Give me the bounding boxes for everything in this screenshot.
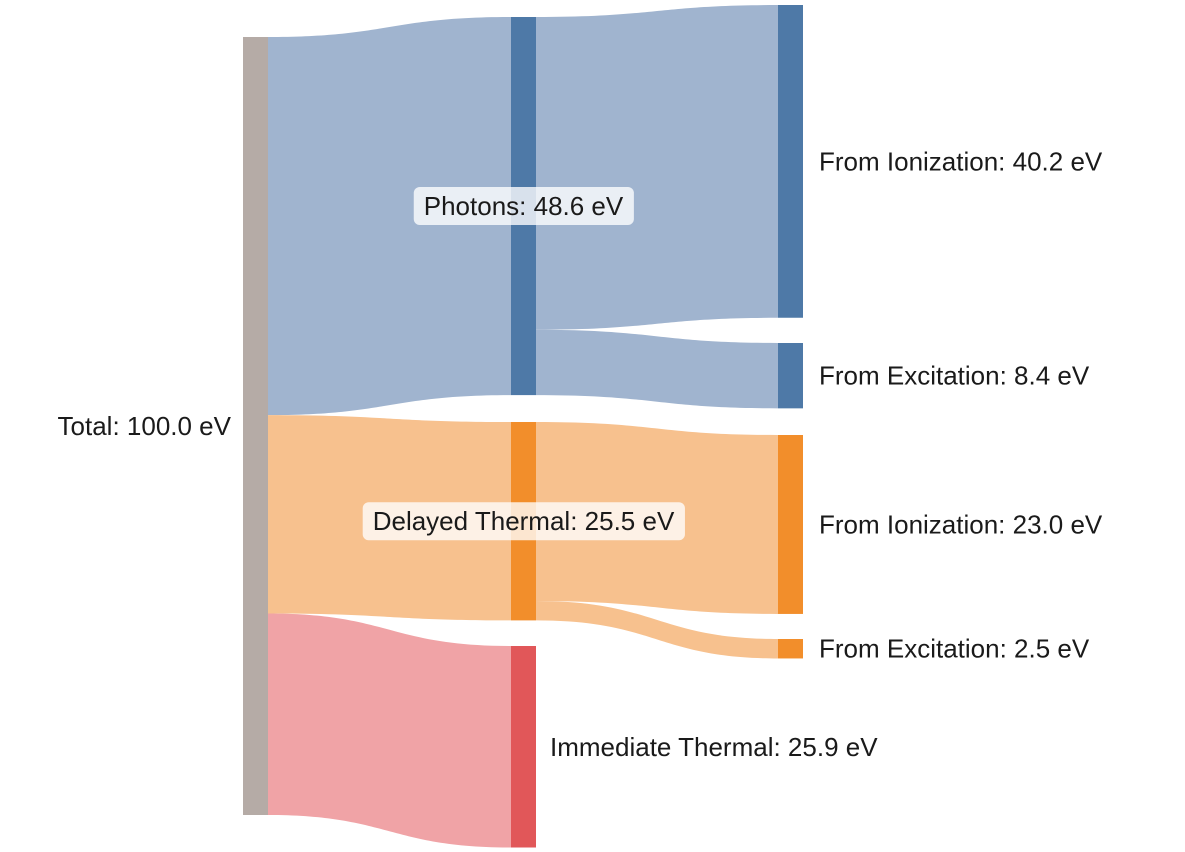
link-delayed-to-dt_exc xyxy=(536,600,778,659)
label-ph_ion: From Ionization: 40.2 eV xyxy=(819,146,1103,176)
link-photons-to-ph_exc xyxy=(536,329,778,409)
node-ph_ion xyxy=(778,5,803,318)
node-dt_ion xyxy=(778,435,803,614)
link-total-to-immediate xyxy=(268,613,511,848)
link-total-to-photons xyxy=(268,17,511,416)
link-photons-to-ph_ion xyxy=(536,5,778,330)
label-background-photons xyxy=(413,187,634,226)
sankey-labels: Total: 100.0 eV Photons: 48.6 eV Delayed T… xyxy=(58,146,1103,761)
label-group-delayed: Delayed Thermal: 25.5 eV xyxy=(362,502,685,541)
node-ph_exc xyxy=(778,343,803,409)
label-group-total: Total: 100.0 eV xyxy=(58,411,232,441)
label-immediate: Immediate Thermal: 25.9 eV xyxy=(550,732,878,762)
label-total: Total: 100.0 eV xyxy=(58,411,232,441)
label-group-dt_ion: From Ionization: 23.0 eV xyxy=(819,509,1103,539)
node-dt_exc xyxy=(778,639,803,659)
label-photons: Photons: 48.6 eV xyxy=(424,191,624,221)
node-total xyxy=(243,37,268,815)
label-group-dt_exc: From Excitation: 2.5 eV xyxy=(819,634,1090,664)
label-dt_ion: From Ionization: 23.0 eV xyxy=(819,509,1103,539)
node-immediate xyxy=(511,646,536,848)
label-group-ph_exc: From Excitation: 8.4 eV xyxy=(819,361,1090,391)
label-group-immediate: Immediate Thermal: 25.9 eV xyxy=(550,732,878,762)
label-group-photons: Photons: 48.6 eV xyxy=(413,187,634,226)
label-background-delayed xyxy=(362,502,685,541)
label-group-ph_ion: From Ionization: 40.2 eV xyxy=(819,146,1103,176)
sankey-links xyxy=(268,5,778,848)
label-delayed: Delayed Thermal: 25.5 eV xyxy=(373,506,675,536)
label-ph_exc: From Excitation: 8.4 eV xyxy=(819,361,1090,391)
label-dt_exc: From Excitation: 2.5 eV xyxy=(819,634,1090,664)
